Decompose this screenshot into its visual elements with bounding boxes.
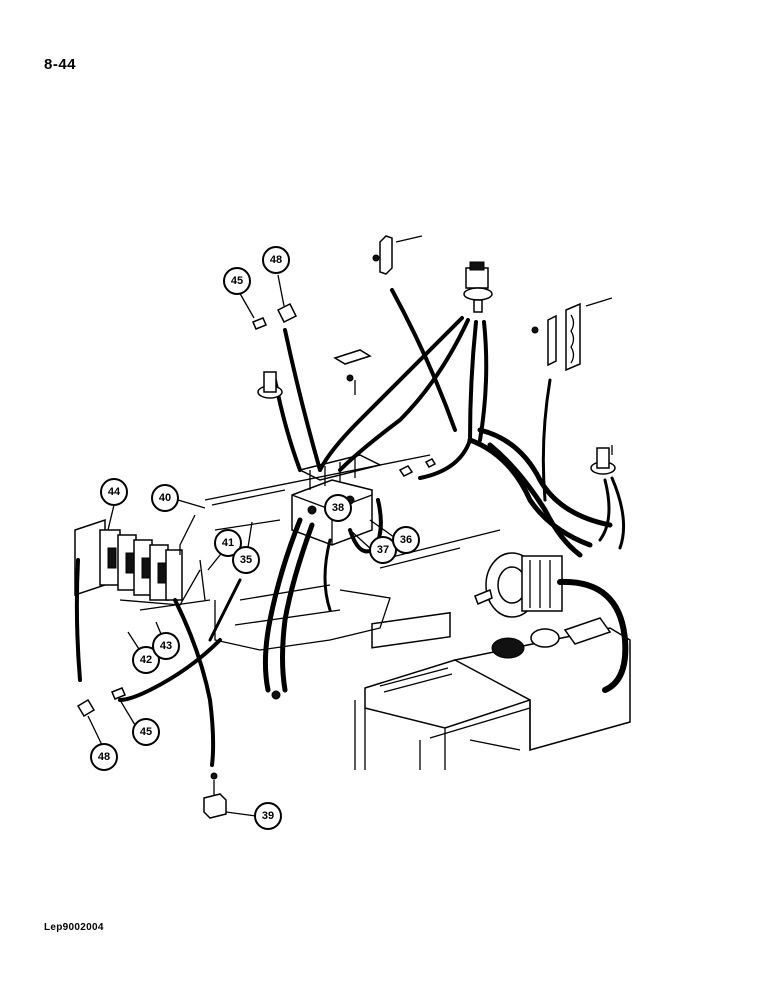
- svg-text:36: 36: [400, 534, 412, 546]
- svg-text:48: 48: [98, 751, 110, 763]
- callout-39: 39: [254, 802, 282, 830]
- callout-43: 43: [152, 632, 180, 660]
- page-number: 8-44: [44, 56, 77, 73]
- figure-code: Lep9002004: [44, 922, 104, 933]
- callout-44: 44: [100, 478, 128, 506]
- hydraulic-pump: [474, 552, 629, 693]
- callout-36: 36: [392, 526, 420, 554]
- callout-37: 37: [369, 536, 397, 564]
- svg-text:44: 44: [108, 486, 121, 498]
- svg-text:40: 40: [159, 492, 171, 504]
- svg-text:43: 43: [160, 640, 172, 652]
- svg-text:48: 48: [270, 254, 282, 266]
- svg-text:45: 45: [231, 275, 243, 287]
- svg-text:42: 42: [140, 654, 152, 666]
- hydraulic-tank: [354, 611, 631, 770]
- callout-40: 40: [151, 484, 179, 512]
- svg-text:39: 39: [262, 810, 274, 822]
- callout-48: 48: [262, 246, 290, 274]
- svg-text:37: 37: [377, 544, 389, 556]
- svg-text:41: 41: [222, 537, 234, 549]
- fittings: [76, 235, 616, 819]
- svg-text:35: 35: [240, 554, 252, 566]
- hoses: [74, 288, 626, 767]
- callout-38: 38: [324, 494, 352, 522]
- control-valve-bank: [74, 518, 211, 611]
- callout-41: 41: [214, 529, 242, 557]
- callout-35: 35: [232, 546, 260, 574]
- callout-45-lower: 45: [132, 718, 160, 746]
- svg-text:45: 45: [140, 726, 152, 738]
- callout-42: 42: [132, 646, 160, 674]
- callout-48-lower: 48: [90, 743, 118, 771]
- svg-text:38: 38: [332, 502, 344, 514]
- callout-45: 45: [223, 267, 251, 295]
